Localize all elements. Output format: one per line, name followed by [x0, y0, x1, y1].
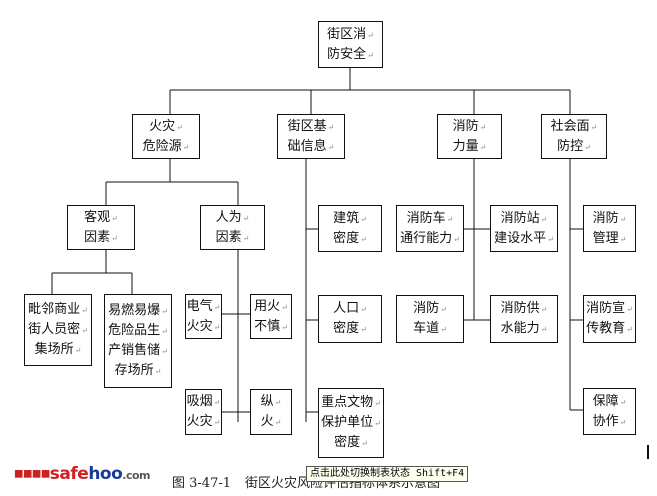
site-watermark-logo: ■■■■safehoo.com — [14, 464, 151, 484]
node-fire-hazard-source: 火灾 危险源 — [132, 114, 200, 159]
node-population-density: 人口 密度 — [318, 295, 382, 343]
table-mode-toggle-tooltip[interactable]: 点击此处切换制表状态 Shift+F4 — [306, 466, 469, 482]
node-smoking-fire: 吸烟 火灾 — [185, 389, 222, 435]
node-water-supply-capacity: 消防供 水能力 — [490, 295, 558, 343]
node-fire-truck-access: 消防车 通行能力 — [396, 205, 464, 252]
node-arson: 纵 火 — [250, 389, 292, 435]
node-social-prevention: 社会面 防控 — [541, 114, 607, 159]
node-objective-factors: 客观 因素 — [67, 205, 135, 250]
node-flammable-storage: 易燃易爆 危险品生 产销售储 存场所 — [104, 294, 172, 388]
node-careless-fire-use: 用火 不慎 — [250, 294, 292, 339]
node-fire-education: 消防宣 传教育 — [583, 295, 636, 343]
node-electrical-fire: 电气 火灾 — [185, 294, 222, 339]
node-fire-lane: 消防 车道 — [396, 295, 464, 343]
figure-number: 图 3-47-1 — [172, 476, 232, 491]
node-fire-fighting-force: 消防 力量 — [437, 114, 502, 159]
node-street-fire-safety: 街区消 防安全 — [318, 21, 383, 68]
text-cursor — [647, 445, 649, 459]
node-fire-management: 消防 管理 — [583, 205, 636, 252]
node-adjacent-commercial: 毗邻商业 街人员密 集场所 — [24, 294, 92, 366]
node-fire-station-level: 消防站 建设水平 — [490, 205, 558, 252]
node-support-cooperation: 保障 协作 — [583, 388, 636, 435]
node-building-density: 建筑 密度 — [318, 205, 382, 252]
node-street-basic-info: 街区基 础信息 — [277, 114, 345, 159]
node-heritage-unit-density: 重点文物 保护单位 密度 — [318, 388, 384, 458]
node-human-factors: 人为 因素 — [200, 205, 265, 250]
